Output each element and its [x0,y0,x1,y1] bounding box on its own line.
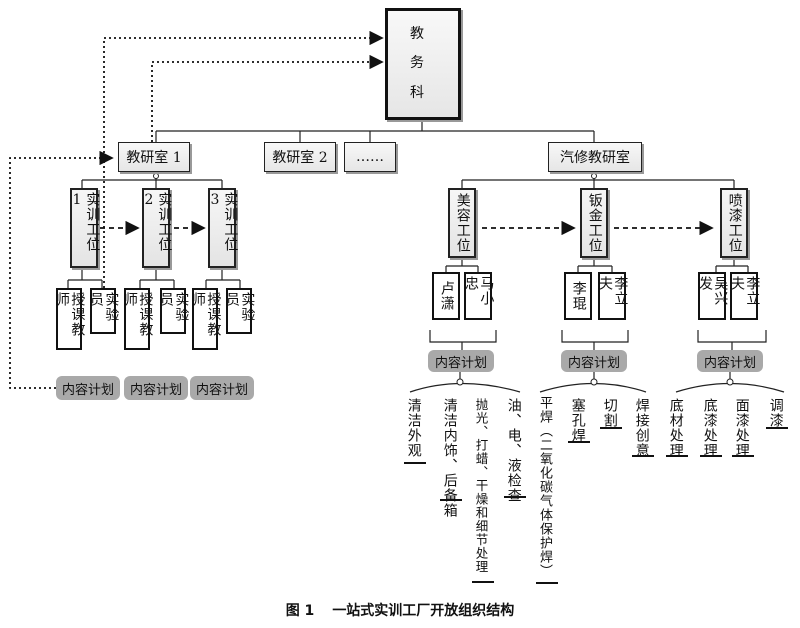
office-2-label: 教研室 2 [272,150,328,166]
auto-station-1: 美容工位 [448,188,476,258]
teacher-box-3: 授课教师 [190,288,222,350]
staff-name: 李立夫 [729,276,761,306]
office-2-box: 教研室 2 [264,142,336,172]
teacher-box-2: 授课教师 [122,288,154,350]
auto-station-2-label: 钣金工位 [586,193,603,253]
office-ellipsis-box: …… [344,142,396,172]
lab-label: 实验员 [88,292,120,322]
teacher-box-1: 授课教师 [54,288,86,350]
task-1-1: 清洁外观 [405,398,422,458]
staff-3a: 吴兴发 [697,272,729,320]
office-1-label: 教研室 1 [126,150,182,166]
figure-caption: 图 1 一站式实训工厂开放组织结构 [0,600,800,620]
root-office-box: 教 务 科 [385,8,461,120]
staff-2a: 李琨 [564,272,592,320]
left-plan-1: 内容计划 [56,376,120,400]
task-1-2: 清洁内饰、后备箱 [441,398,458,518]
task-1-3: 抛光、打蜡、干燥和细节处理 [473,398,489,574]
task-3-3: 面漆处理 [733,398,750,458]
left-station-1-label: 实训工位1 [69,192,101,252]
task-2-3: 切割 [601,398,618,428]
auto-plan-3: 内容计划 [697,350,763,372]
office-auto-box: 汽修教研室 [548,142,642,172]
staff-name: 李琨 [570,281,587,311]
staff-name: 吴兴发 [697,276,729,306]
lab-label: 实验员 [224,292,256,322]
staff-3b: 李立夫 [729,272,761,320]
auto-station-3-label: 喷漆工位 [726,193,743,253]
task-3-4: 调漆 [767,398,784,428]
teacher-label: 授课教师 [122,292,154,337]
left-plan-2: 内容计划 [124,376,188,400]
staff-1a: 卢潇 [432,272,460,320]
task-3-2: 底漆处理 [701,398,718,458]
auto-station-1-label: 美容工位 [454,193,471,253]
office-1-box: 教研室 1 [118,142,190,172]
office-ellipsis-label: …… [356,149,384,165]
task-3-1: 底材处理 [667,398,684,458]
figure-title: 一站式实训工厂开放组织结构 [332,603,515,619]
root-office-label: 教 务 科 [410,25,436,101]
figure-number: 图 1 [285,603,315,619]
lab-box-2: 实验员 [158,288,190,334]
teacher-label: 授课教师 [190,292,222,337]
auto-station-2: 钣金工位 [580,188,608,258]
task-2-1: 平焊（二氧化碳气体保护焊） [537,396,552,578]
left-station-2-label: 实训工位2 [141,192,173,252]
staff-name: 卢潇 [438,281,455,311]
staff-1b: 马小忠 [463,272,495,320]
staff-2b: 李立夫 [597,272,629,320]
task-2-4: 焊接创意 [633,398,650,458]
task-2-2: 塞孔焊 [569,398,586,443]
left-station-3-label: 实训工位3 [207,192,239,252]
left-station-3: 实训工位3 [207,188,239,268]
staff-name: 李立夫 [597,276,629,306]
left-station-2: 实训工位2 [141,188,173,268]
left-plan-3: 内容计划 [190,376,254,400]
lab-box-1: 实验员 [88,288,120,334]
lab-box-3: 实验员 [224,288,256,334]
left-station-1: 实训工位1 [69,188,101,268]
lab-label: 实验员 [158,292,190,322]
auto-station-3: 喷漆工位 [720,188,748,258]
office-auto-label: 汽修教研室 [560,150,630,166]
auto-plan-1: 内容计划 [428,350,494,372]
staff-name: 马小忠 [463,276,495,306]
auto-plan-2: 内容计划 [561,350,627,372]
task-1-4: 油、电、液检查 [505,398,522,503]
teacher-label: 授课教师 [54,292,86,337]
